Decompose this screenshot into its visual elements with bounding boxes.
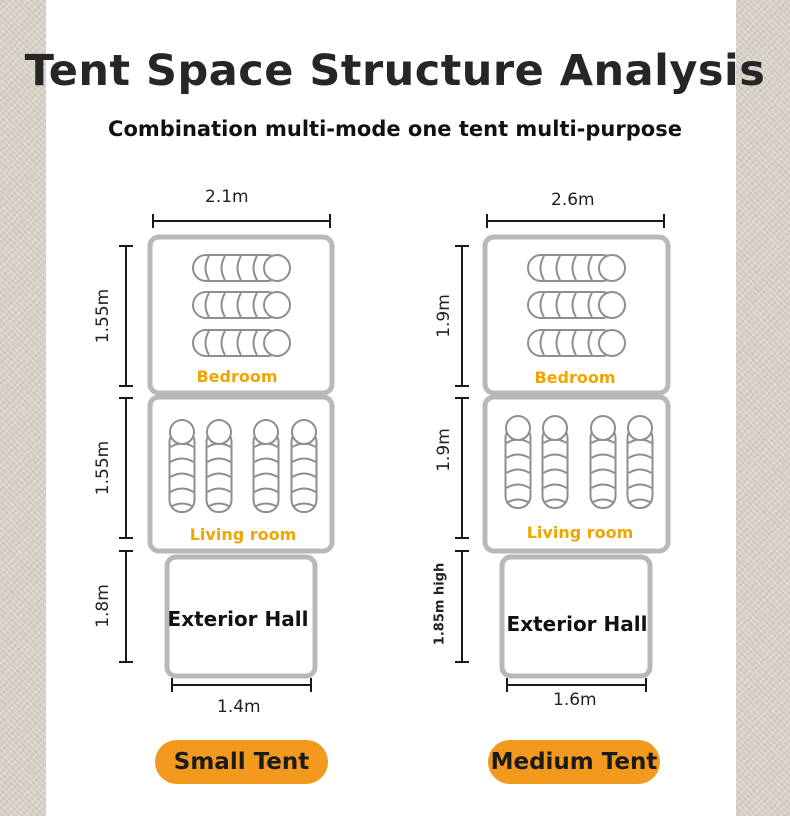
medium-hall-width-label: 1.6m <box>553 690 597 710</box>
medium-living-room-label: Living room <box>526 523 634 542</box>
small-hall-width-label: 1.4m <box>217 697 261 717</box>
page-subtitle: Combination multi-mode one tent multi-pu… <box>108 117 682 141</box>
small-living-room-label: Living room <box>189 525 297 544</box>
medium-tent-badge: Medium Tent <box>488 740 660 784</box>
medium-exterior-hall-label: Exterior Hall <box>506 612 648 636</box>
sleeping-bag-icon <box>626 415 654 509</box>
content-panel <box>46 0 736 816</box>
small-tent-badge: Small Tent <box>155 740 328 784</box>
medium-living-depth-label: 1.9m <box>434 428 454 472</box>
medium-hall-area <box>499 554 653 679</box>
medium-bedroom-label: Bedroom <box>534 368 616 387</box>
sleeping-bag-icon <box>527 329 626 357</box>
sleeping-bag-icon <box>192 291 291 319</box>
sleeping-bag-icon <box>205 419 233 513</box>
sleeping-bag-icon <box>527 291 626 319</box>
small-hall-area <box>164 554 318 679</box>
sleeping-bag-icon <box>192 254 291 282</box>
medium-width-label: 2.6m <box>551 190 595 210</box>
medium-hall-height-label: 1.85m high <box>432 562 448 646</box>
small-exterior-hall-label: Exterior Hall <box>167 607 309 631</box>
small-width-label: 2.1m <box>205 187 249 207</box>
sleeping-bag-icon <box>541 415 569 509</box>
sleeping-bag-icon <box>504 415 532 509</box>
sleeping-bag-icon <box>192 329 291 357</box>
small-bedroom-depth-label: 1.55m <box>93 288 113 344</box>
small-bedroom-label: Bedroom <box>196 367 278 386</box>
medium-bedroom-depth-label: 1.9m <box>434 294 454 338</box>
small-bedroom-area <box>147 234 335 396</box>
small-living-area <box>147 394 335 554</box>
sleeping-bag-icon <box>168 419 196 513</box>
small-hall-depth-label: 1.8m <box>93 584 113 628</box>
page-title: Tent Space Structure Analysis <box>24 46 766 96</box>
sleeping-bag-icon <box>290 419 318 513</box>
sleeping-bag-icon <box>252 419 280 513</box>
sleeping-bag-icon <box>527 254 626 282</box>
dimension-lines <box>119 214 665 692</box>
medium-bedroom-area <box>482 234 671 396</box>
small-living-depth-label: 1.55m <box>93 440 113 496</box>
medium-living-area <box>482 394 671 554</box>
sleeping-bag-icon <box>589 415 617 509</box>
